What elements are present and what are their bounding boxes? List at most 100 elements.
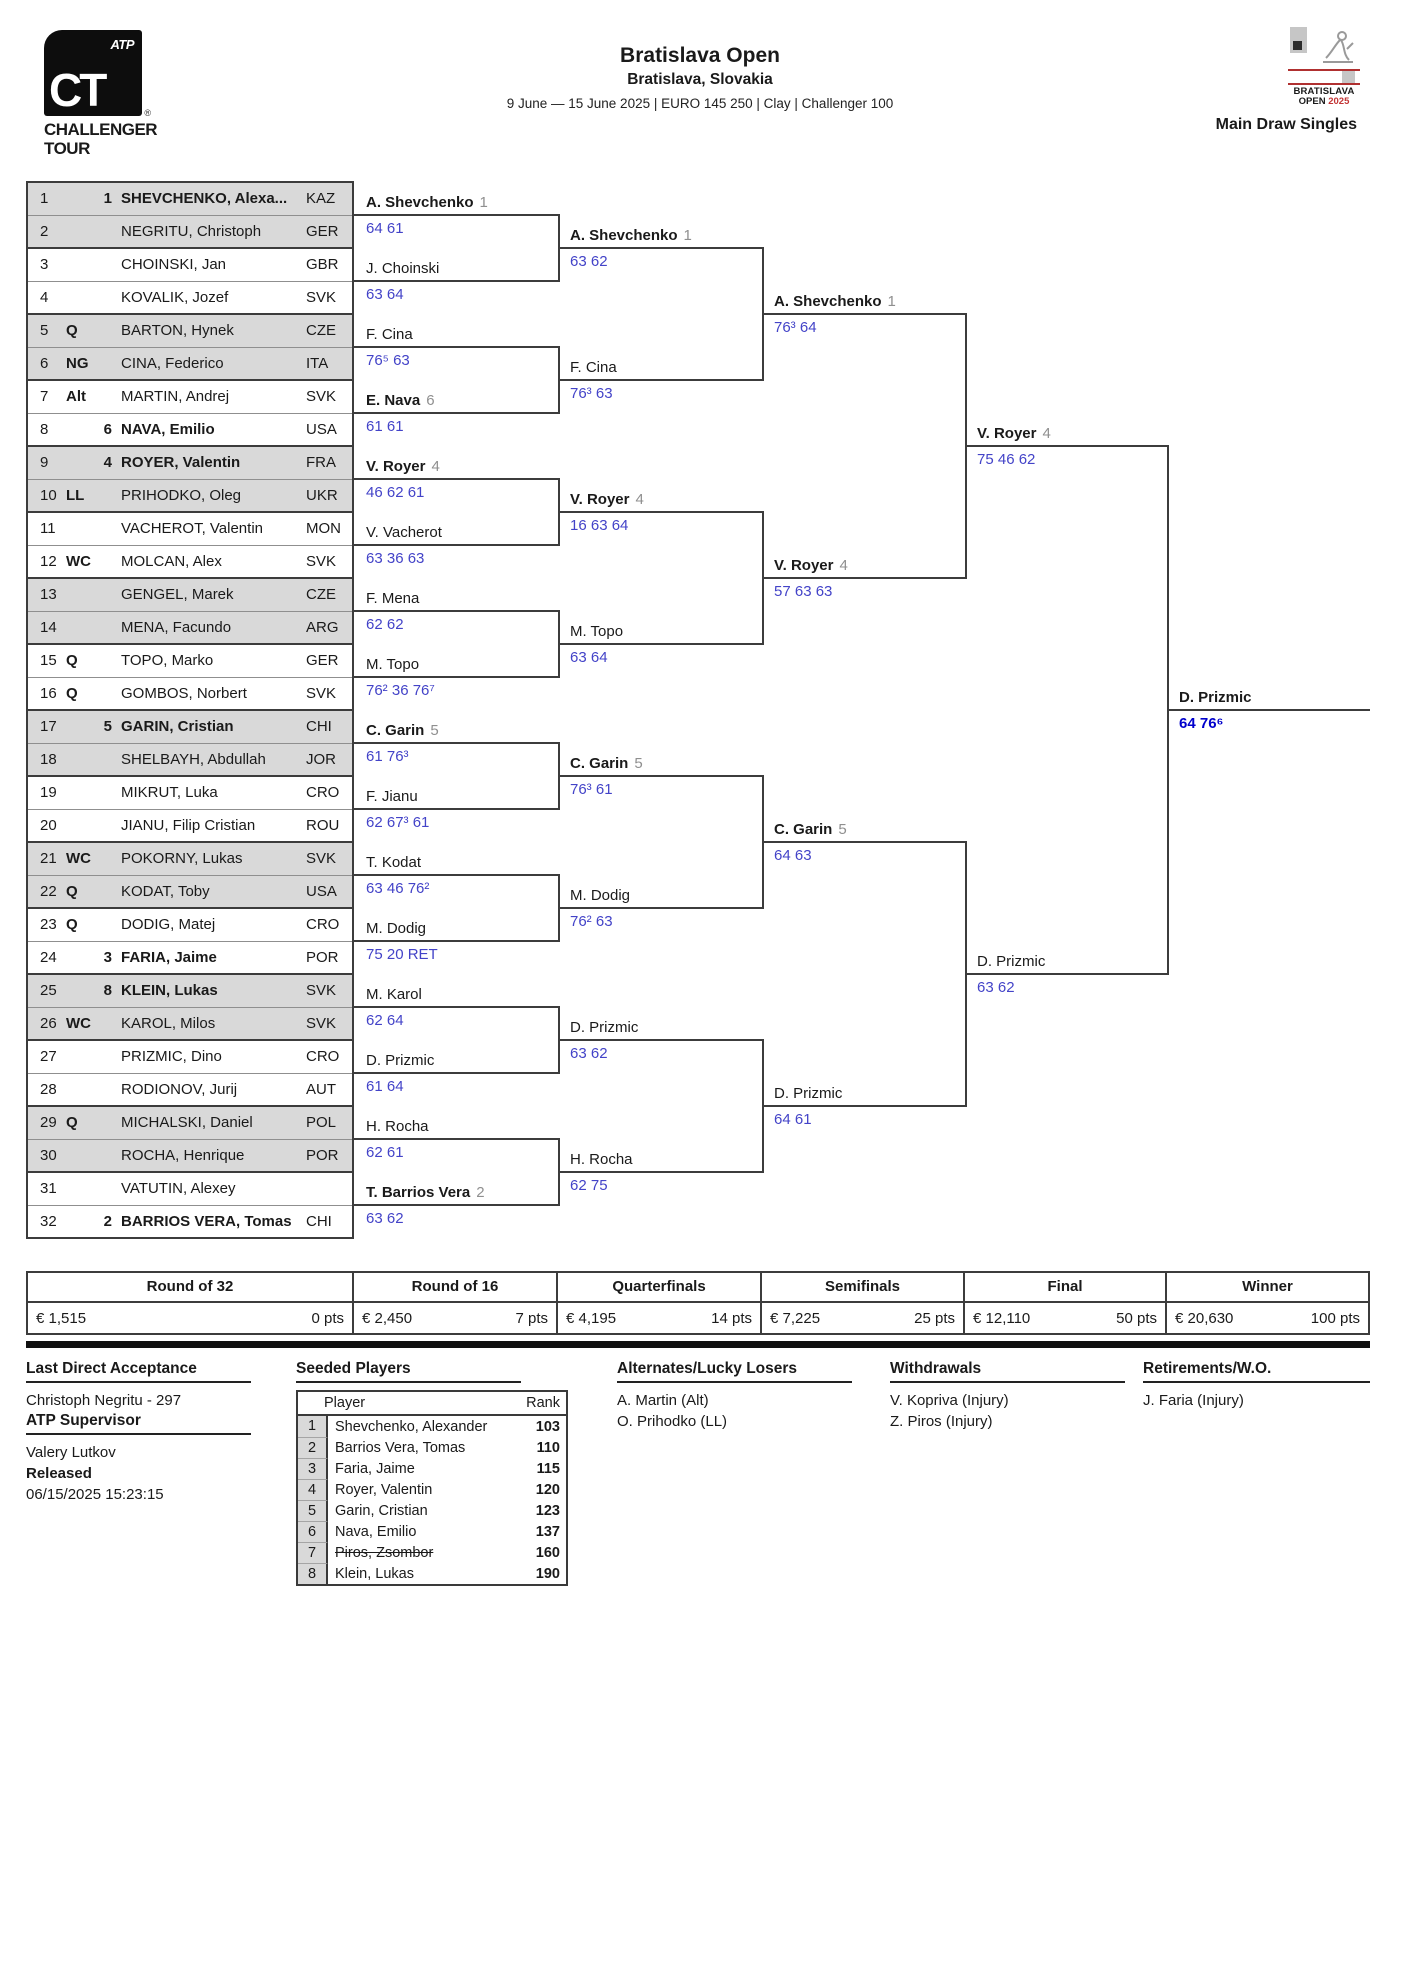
- entry-country: SVK: [306, 288, 337, 306]
- player-sketch-icon: [1323, 31, 1354, 63]
- entry-position: 20: [40, 816, 57, 834]
- entry-player-name: PRIHODKO, Oleg: [121, 486, 242, 504]
- bracket-line: [354, 346, 558, 348]
- entry-player-name: VATUTIN, Alexey: [121, 1180, 236, 1198]
- entry-country: FRA: [306, 454, 336, 472]
- entry-seed: 2: [103, 1212, 112, 1230]
- winner-seed: 4: [635, 491, 644, 508]
- entry-position: 12: [40, 552, 57, 570]
- match-score: 57 63 63: [774, 583, 833, 600]
- round-header: Final: [965, 1273, 1165, 1303]
- bracket-line: [558, 1171, 764, 1173]
- prize-amount: € 4,195: [566, 1309, 617, 1327]
- match-score: 46 62 61: [366, 484, 425, 501]
- points-value: 25 pts: [914, 1309, 955, 1327]
- winner-name: V. Royer: [774, 557, 834, 574]
- seeded-player-name: Garin, Cristian: [335, 1502, 428, 1519]
- entry-player-name: MICHALSKI, Daniel: [121, 1114, 253, 1132]
- entry-position: 15: [40, 652, 57, 670]
- entry-position: 3: [40, 256, 49, 274]
- bracket-line: [558, 379, 764, 381]
- match-score: 63 36 63: [366, 550, 425, 567]
- bracket-line: [354, 214, 558, 216]
- winner-name: H. Rocha: [570, 1151, 633, 1168]
- released-timestamp: 06/15/2025 15:23:15: [26, 1486, 164, 1503]
- final-score: 64 76⁶: [1179, 715, 1224, 732]
- bracket-line: [354, 1006, 558, 1008]
- entry-player-name: TOPO, Marko: [121, 652, 214, 670]
- winner-name: D. Prizmic: [366, 1052, 435, 1069]
- entry-player-name: SHELBAYH, Abdullah: [121, 750, 266, 768]
- draw-row: 31 VATUTIN, Alexey: [28, 1173, 352, 1206]
- entry-player-name: ROCHA, Henrique: [121, 1146, 245, 1164]
- winner-name: F. Cina: [366, 326, 413, 343]
- match-score: 63 64: [366, 286, 404, 303]
- entry-country: CRO: [306, 784, 340, 802]
- bracket-line: [354, 1072, 558, 1074]
- entry-country: SVK: [306, 684, 337, 702]
- seeded-player-name: Klein, Lukas: [335, 1565, 414, 1582]
- entry-position: 22: [40, 882, 57, 900]
- entry-country: SVK: [306, 982, 337, 1000]
- seeded-player-name: Faria, Jaime: [335, 1460, 415, 1477]
- seeded-player-name: Shevchenko, Alexander: [335, 1418, 488, 1435]
- winner-name: V. Vacherot: [366, 524, 442, 541]
- bracket-line: [354, 412, 558, 414]
- entry-position: 30: [40, 1146, 57, 1164]
- entry-status: Q: [66, 684, 78, 702]
- prize-amount: € 20,630: [1175, 1309, 1234, 1327]
- prize-amount: € 12,110: [973, 1309, 1031, 1327]
- retirements-header: Retirements/W.O.: [1143, 1360, 1370, 1383]
- winner-name: D. Prizmic: [570, 1019, 639, 1036]
- winner-name: T. Barrios Vera: [366, 1184, 471, 1201]
- bracket-line: [558, 1039, 764, 1041]
- winner-name: F. Jianu: [366, 788, 418, 805]
- winner-name: C. Garin: [570, 755, 629, 772]
- entry-seed: 1: [103, 190, 112, 208]
- entry-position: 16: [40, 684, 57, 702]
- match-score: 64 61: [774, 1111, 812, 1128]
- tournament-info-block: Last Direct Acceptance Christoph Negritu…: [26, 1360, 288, 1505]
- alternate-item: O. Prihodko (LL): [617, 1413, 728, 1430]
- match-score: 63 46 76²: [366, 880, 430, 897]
- entry-country: SVK: [306, 388, 337, 406]
- bracket-line: [354, 940, 558, 942]
- r16-winner: D. Prizmic: [570, 1018, 644, 1038]
- entry-status: NG: [66, 354, 89, 372]
- prize-amount: € 7,225: [770, 1309, 821, 1327]
- entry-player-name: MIKRUT, Luka: [121, 784, 218, 802]
- entry-status: Alt: [66, 388, 86, 406]
- rank-column-header: Rank: [526, 1395, 560, 1411]
- r32-winner: M. Dodig: [366, 919, 432, 939]
- entry-player-name: POKORNY, Lukas: [121, 850, 243, 868]
- match-score: 76³ 61: [570, 781, 613, 798]
- match-score: 62 61: [366, 1144, 404, 1161]
- r16-winner: M. Dodig: [570, 886, 636, 906]
- match-score: 61 64: [366, 1078, 404, 1095]
- winner-name: J. Choinski: [366, 260, 440, 277]
- retirement-item: J. Faria (Injury): [1143, 1392, 1244, 1409]
- round-header: Round of 16: [354, 1273, 556, 1303]
- winner-seed: 6: [426, 392, 435, 409]
- points-value: 100 pts: [1310, 1309, 1360, 1327]
- entry-country: SVK: [306, 1014, 337, 1032]
- seed-number: 8: [298, 1563, 328, 1584]
- entry-position: 31: [40, 1180, 57, 1198]
